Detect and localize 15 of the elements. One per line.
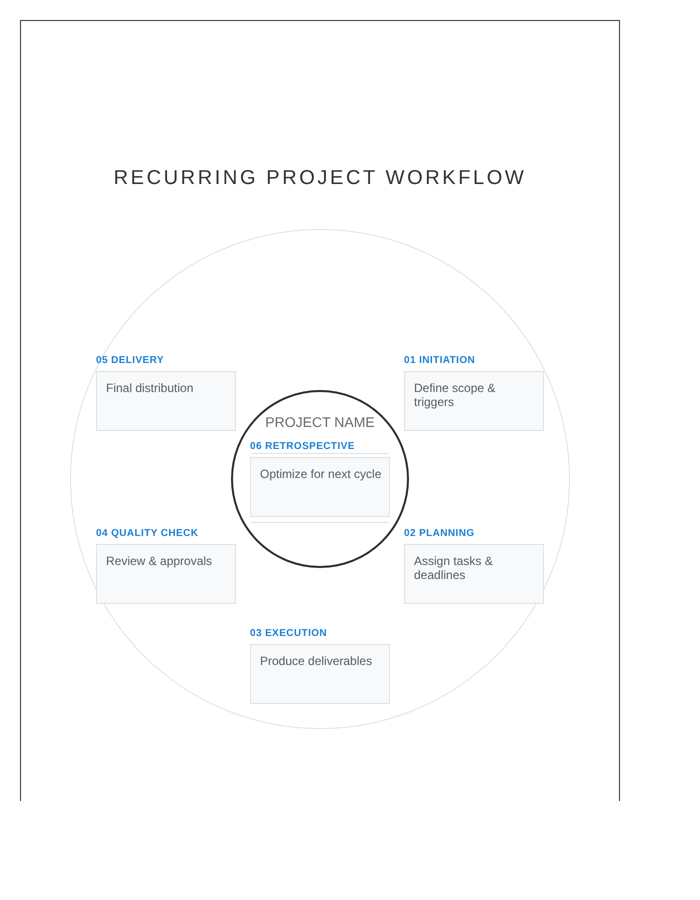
- step-description: Assign tasks & deadlines: [414, 554, 494, 582]
- step-description: Define scope & triggers: [414, 381, 496, 409]
- step-heading: 06 RETROSPECTIVE: [250, 441, 355, 453]
- cycle-ring: [70, 229, 570, 729]
- step-description: Final distribution: [106, 381, 194, 395]
- step-heading: 04 QUALITY CHECK: [96, 528, 198, 540]
- step-heading: 05 DELIVERY: [96, 355, 164, 367]
- step-heading: 03 EXECUTION: [250, 628, 328, 640]
- step-description: Review & approvals: [106, 554, 214, 568]
- diagram-title: RECURRING PROJECT WORKFLOW: [112, 166, 528, 190]
- center-title: PROJECT NAME: [264, 414, 376, 430]
- step-description: Produce deliverables: [260, 654, 374, 668]
- step-heading: 01 INITIATION: [404, 355, 476, 367]
- step-description: Optimize for next cycle: [260, 467, 382, 481]
- step-heading: 02 PLANNING: [404, 528, 475, 540]
